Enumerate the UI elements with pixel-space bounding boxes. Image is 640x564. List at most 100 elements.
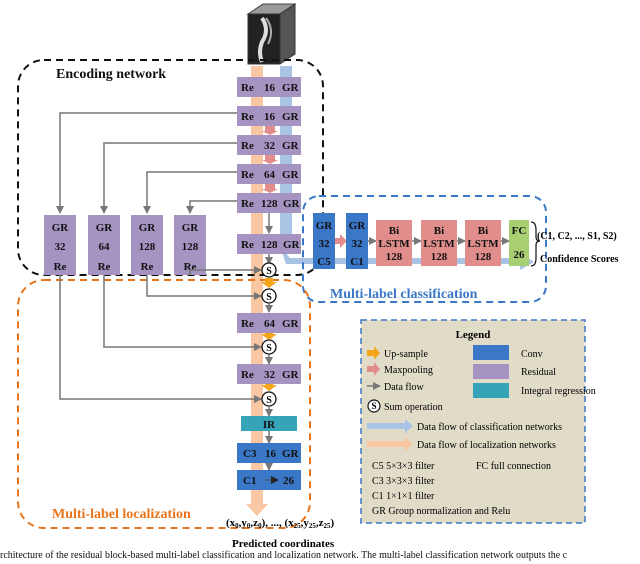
block-left-label: Re	[241, 198, 254, 210]
legend-panel: Legend Up-sample Maxpooling Data flow S …	[360, 319, 596, 524]
conv-block-c3: C3 16 GR	[237, 443, 301, 463]
svg-text:Bi: Bi	[478, 225, 488, 237]
sum-symbol: S	[266, 266, 272, 277]
svg-text:128: 128	[475, 251, 492, 263]
svg-text:128: 128	[431, 251, 448, 263]
legend-maxpooling: Maxpooling	[367, 362, 433, 376]
block-channels: 128	[261, 239, 278, 251]
block-channels: 16	[264, 82, 276, 94]
skip-to-sum-lines	[59, 266, 262, 403]
skip-channels: 32	[55, 241, 67, 253]
encoding-network-region	[17, 59, 324, 276]
block-left-label: C1	[243, 475, 256, 487]
integral-regression-block: IR	[241, 416, 297, 431]
svg-text:C1: C1	[350, 256, 363, 268]
block-channels: 128	[261, 198, 278, 210]
block-channels: 64	[264, 318, 276, 330]
legend-c5: C5 5×3×3 filter	[372, 461, 435, 472]
confidence-scores-label: Confidence Scores	[540, 254, 619, 265]
classifier-conv-c1: GR 32 C1	[346, 213, 368, 269]
localization-region	[17, 279, 311, 529]
block-right-label: GR	[282, 318, 300, 330]
decoder-block: Re 64 GR	[237, 313, 301, 333]
legend-c1: C1 1×1×1 filter	[372, 491, 435, 502]
block-left-label: Re	[241, 239, 254, 251]
block-channels: 16	[265, 448, 277, 460]
skip-channels: 128	[182, 241, 199, 253]
svg-text:C5: C5	[317, 256, 331, 268]
skip-top-label: GR	[52, 222, 70, 234]
block-left-label: Re	[241, 82, 254, 94]
svg-text:32: 32	[319, 238, 331, 250]
skip-top-label: GR	[96, 222, 114, 234]
maxpool-arrow	[262, 155, 278, 164]
svg-text:128: 128	[386, 251, 403, 263]
block-left-label: C3	[243, 448, 257, 460]
block-right-label: GR	[283, 239, 301, 251]
skip-bottom-label: Re	[141, 261, 154, 273]
skip-top-label: GR	[139, 222, 157, 234]
svg-text:GR: GR	[349, 220, 367, 232]
legend-title: Legend	[456, 329, 491, 341]
svg-text:Data flow of localization net: Data flow of localization networks	[417, 440, 556, 451]
svg-text:FC: FC	[512, 225, 527, 237]
svg-text:Conv: Conv	[521, 349, 543, 360]
figure-caption: rchitecture of the residual block-based …	[0, 550, 568, 561]
sum-symbol: S	[266, 292, 272, 303]
skip-block: GR 64 Re	[88, 215, 120, 275]
legend-residual: Residual	[473, 364, 556, 379]
encoder-block: Re 32 GR	[237, 135, 301, 155]
svg-text:Integral regression: Integral regression	[521, 386, 596, 397]
predicted-coordinates: (x0,y0,z0), ..., (x25,y25,z25) Predicted…	[226, 517, 335, 550]
block-right-label: GR	[282, 111, 300, 123]
skip-block: GR 128 Re	[131, 215, 163, 275]
block-channels: 32	[264, 369, 276, 381]
block-left-label: Re	[241, 369, 254, 381]
maxpool-arrow	[262, 126, 278, 135]
skip-block: GR 32 Re	[44, 215, 76, 275]
encoder-block: Re 64 GR	[237, 164, 301, 184]
svg-text:Bi: Bi	[434, 225, 444, 237]
skip-connection-lines	[56, 112, 237, 214]
skip-top-label: GR	[182, 222, 200, 234]
legend-sum: S Sum operation	[367, 399, 443, 413]
svg-text:26: 26	[514, 249, 526, 261]
legend-integral: Integral regression	[473, 383, 596, 398]
block-right-label: GR	[283, 198, 301, 210]
skip-channels: 64	[99, 241, 111, 253]
legend-cls-flow: Data flow of classification networks	[367, 419, 562, 433]
sum-node: S	[261, 288, 277, 304]
block-channels: 16	[264, 111, 276, 123]
svg-text:32: 32	[352, 238, 364, 250]
block-right-label: GR	[282, 169, 300, 181]
legend-gr: GR Group normalization and Relu	[372, 506, 510, 517]
bilstm-block: Bi LSTM 128	[376, 220, 412, 266]
localization-title: Multi-label localization	[52, 507, 191, 522]
legend-c3: C3 3×3×3 filter	[372, 476, 435, 487]
skip-bottom-label: Re	[98, 261, 111, 273]
svg-text:Maxpooling: Maxpooling	[384, 365, 433, 376]
maxpool-arrow	[335, 234, 347, 248]
svg-text:(x0,y0,z0), ..., (x25,y25,z25): (x0,y0,z0), ..., (x25,y25,z25)	[226, 517, 335, 530]
conv-block-c1: C1 26	[237, 470, 301, 490]
encoder-block: Re 16 GR	[237, 77, 301, 97]
svg-text:Sum operation: Sum operation	[384, 402, 443, 413]
svg-text:Up-sample: Up-sample	[384, 349, 428, 360]
legend-upsample: Up-sample	[367, 346, 428, 360]
fc-block: FC 26	[509, 220, 529, 266]
legend-fc: FC full connection	[476, 461, 551, 472]
skip-bottom-label: Re	[54, 261, 67, 273]
ct-volume-image	[246, 3, 297, 65]
upsample-arrow	[261, 278, 277, 288]
sum-node: S	[261, 391, 277, 407]
legend-conv: Conv	[473, 345, 543, 360]
block-left-label: Re	[241, 111, 254, 123]
block-left-label: Re	[241, 169, 254, 181]
block-right-label: GR	[282, 140, 300, 152]
block-right-label: GR	[282, 369, 300, 381]
decoder-block: Re 32 GR	[237, 364, 301, 384]
block-right-label: GR	[282, 448, 300, 460]
classification-title: Multi-label classification	[330, 287, 478, 302]
sum-node: S	[261, 339, 277, 355]
